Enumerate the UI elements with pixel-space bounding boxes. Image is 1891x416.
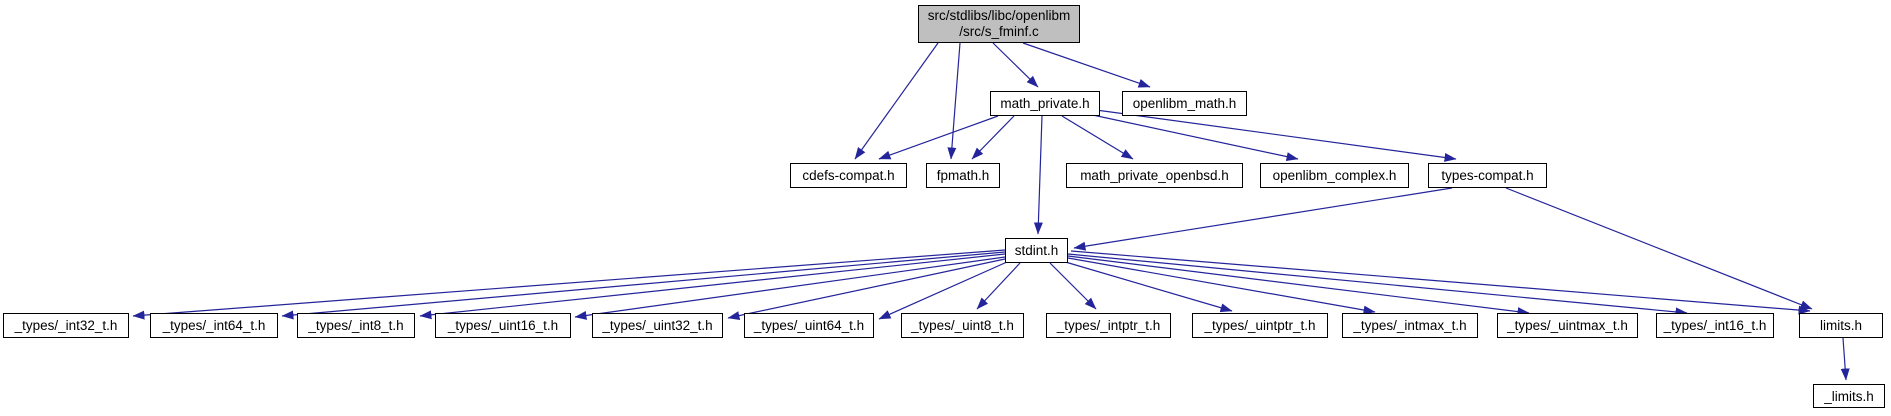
edge-stdint_h-limits_h [1070,250,1811,315]
node-types-uint8-t-h[interactable]: _types/_uint8_t.h [901,313,1024,338]
edge-stdint_h-types_int64_t_h [281,251,1006,320]
edge-math_private_h-openlibm_complex_h [1087,113,1299,161]
edge-s_fminf_c-openlibm_math_h [1022,42,1151,88]
node-types-intptr-t-h[interactable]: _types/_intptr_t.h [1046,313,1171,338]
edge-stdint_h-types_int32_t_h [132,249,1006,320]
edge-s_fminf_c-cdefs_compat_h [854,42,939,160]
node-types-uint32-t-h[interactable]: _types/_uint32_t.h [592,313,723,338]
edge-limits_h-_limits_h [1840,337,1850,381]
node-limits-h[interactable]: limits.h [1799,313,1883,338]
node-types-uint64-t-h[interactable]: _types/_uint64_t.h [744,313,874,338]
edge-stdint_h-types_intptr_t_h [1049,262,1097,310]
edge-s_fminf_c-fpmath_h [947,42,961,160]
node-types-uintmax-t-h[interactable]: _types/_uintmax_t.h [1497,313,1638,338]
edge-math_private_h-math_private_openbsd_h [1061,115,1134,160]
node-types-compat-h[interactable]: types-compat.h [1428,163,1547,188]
edge-math_private_h-cdefs_compat_h [878,115,999,160]
node-openlibm-math-h[interactable]: openlibm_math.h [1122,91,1247,116]
node-types-intmax-t-h[interactable]: _types/_intmax_t.h [1342,313,1478,338]
edge-stdint_h-types_int16_t_h [1067,253,1688,317]
node-math-private-openbsd-h[interactable]: math_private_openbsd.h [1066,163,1243,188]
node-types-uint16-t-h[interactable]: _types/_uint16_t.h [435,313,571,338]
edge-s_fminf_c-math_private_h [992,42,1039,88]
root-label-line1: src/stdlibs/libc/openlibm [927,8,1071,23]
edge-stdint_h-types_uint32_t_h [727,258,1006,321]
node-fpmath-h[interactable]: fpmath.h [926,163,1000,188]
edge-stdint_h-types_uint64_t_h [878,261,1008,320]
edge-stdint_h-types_uintmax_t_h [1067,255,1530,317]
edge-stdint_h-types_uintptr_t_h [1061,260,1233,313]
edge-math_private_h-fpmath_h [971,115,1015,160]
edge-math_private_h-types_compat_h [1095,109,1457,162]
edge-stdint_h-types_int8_t_h [419,253,1006,320]
edge-types_compat_h-stdint_h [1073,187,1453,251]
node-types-int32-t-h[interactable]: _types/_int32_t.h [3,313,129,338]
node-openlibm-complex-h[interactable]: openlibm_complex.h [1260,163,1409,188]
node-types-uintptr-t-h[interactable]: _types/_uintptr_t.h [1192,313,1328,338]
node-types-int16-t-h[interactable]: _types/_int16_t.h [1656,313,1774,338]
node-types-int8-t-h[interactable]: _types/_int8_t.h [297,313,415,338]
edge-types_compat_h-limits_h [1505,187,1813,310]
node-types-int64-t-h[interactable]: _types/_int64_t.h [150,313,278,338]
node-cdefs-compat-h[interactable]: cdefs-compat.h [790,163,907,188]
node--limits-h[interactable]: _limits.h [1813,384,1885,408]
edge-stdint_h-types_uint8_t_h [976,262,1021,310]
edge-stdint_h-types_uint16_t_h [574,256,1006,320]
root-label-line2: /src/s_fminf.c [959,24,1039,39]
node-math-private-h[interactable]: math_private.h [990,91,1100,116]
node-s-fminf-c[interactable]: src/stdlibs/libc/openlibm /src/s_fminf.c [918,5,1080,43]
edge-stdint_h-types_intmax_t_h [1067,257,1376,315]
node-stdint-h[interactable]: stdint.h [1005,238,1068,263]
edge-math_private_h-stdint_h [1033,115,1043,235]
